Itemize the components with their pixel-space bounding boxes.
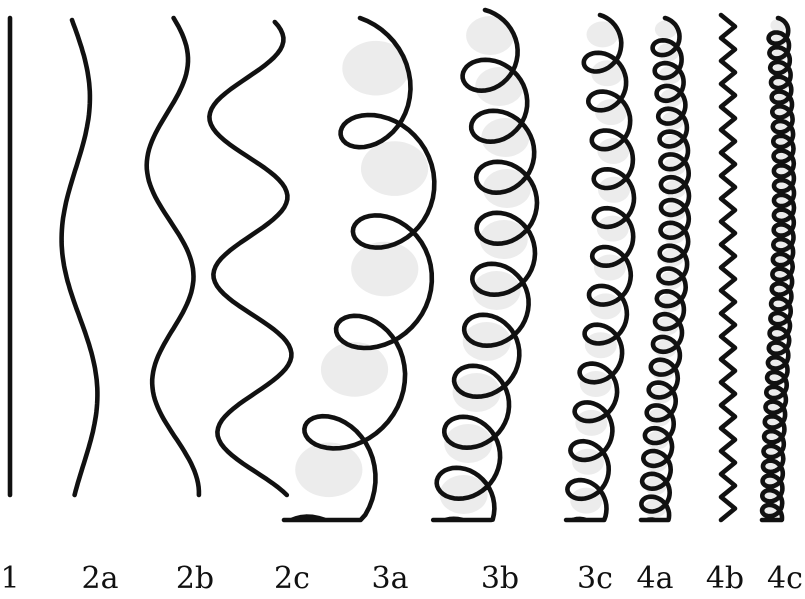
strand-4b (721, 15, 735, 520)
type-label-4b: 4b (706, 561, 744, 596)
strand-2b (147, 18, 199, 495)
strand-4c (762, 18, 794, 520)
strand-path-2b (147, 18, 199, 495)
type-label-2b: 2b (176, 561, 214, 596)
loop-shading (321, 342, 388, 397)
strand-path-2c (209, 22, 291, 495)
strand-2c (209, 22, 291, 495)
type-labels: 1 2a 2b 2c 3a 3b 3c 4a 4b 4c (0, 561, 802, 596)
strand-3b (433, 10, 537, 520)
strand-4a (641, 18, 689, 520)
type-label-2a: 2a (82, 561, 119, 596)
type-label-4a: 4a (637, 561, 674, 596)
strand-path-4b (721, 15, 735, 520)
loop-shading (351, 242, 418, 297)
strand-2a (62, 20, 98, 495)
loop-shading (361, 141, 428, 196)
type-label-2c: 2c (274, 561, 310, 596)
type-label-4c: 4c (767, 561, 803, 596)
type-label-3a: 3a (372, 561, 409, 596)
type-label-3b: 3b (481, 561, 519, 596)
loop-shading (295, 443, 362, 498)
type-label-1: 1 (0, 561, 19, 596)
strand-3c (566, 15, 634, 520)
type-label-3c: 3c (577, 561, 613, 596)
strand-path-2a (62, 20, 98, 495)
hair-strands (10, 10, 794, 520)
strand-3a (284, 18, 434, 520)
strand-path-4c (762, 18, 794, 520)
